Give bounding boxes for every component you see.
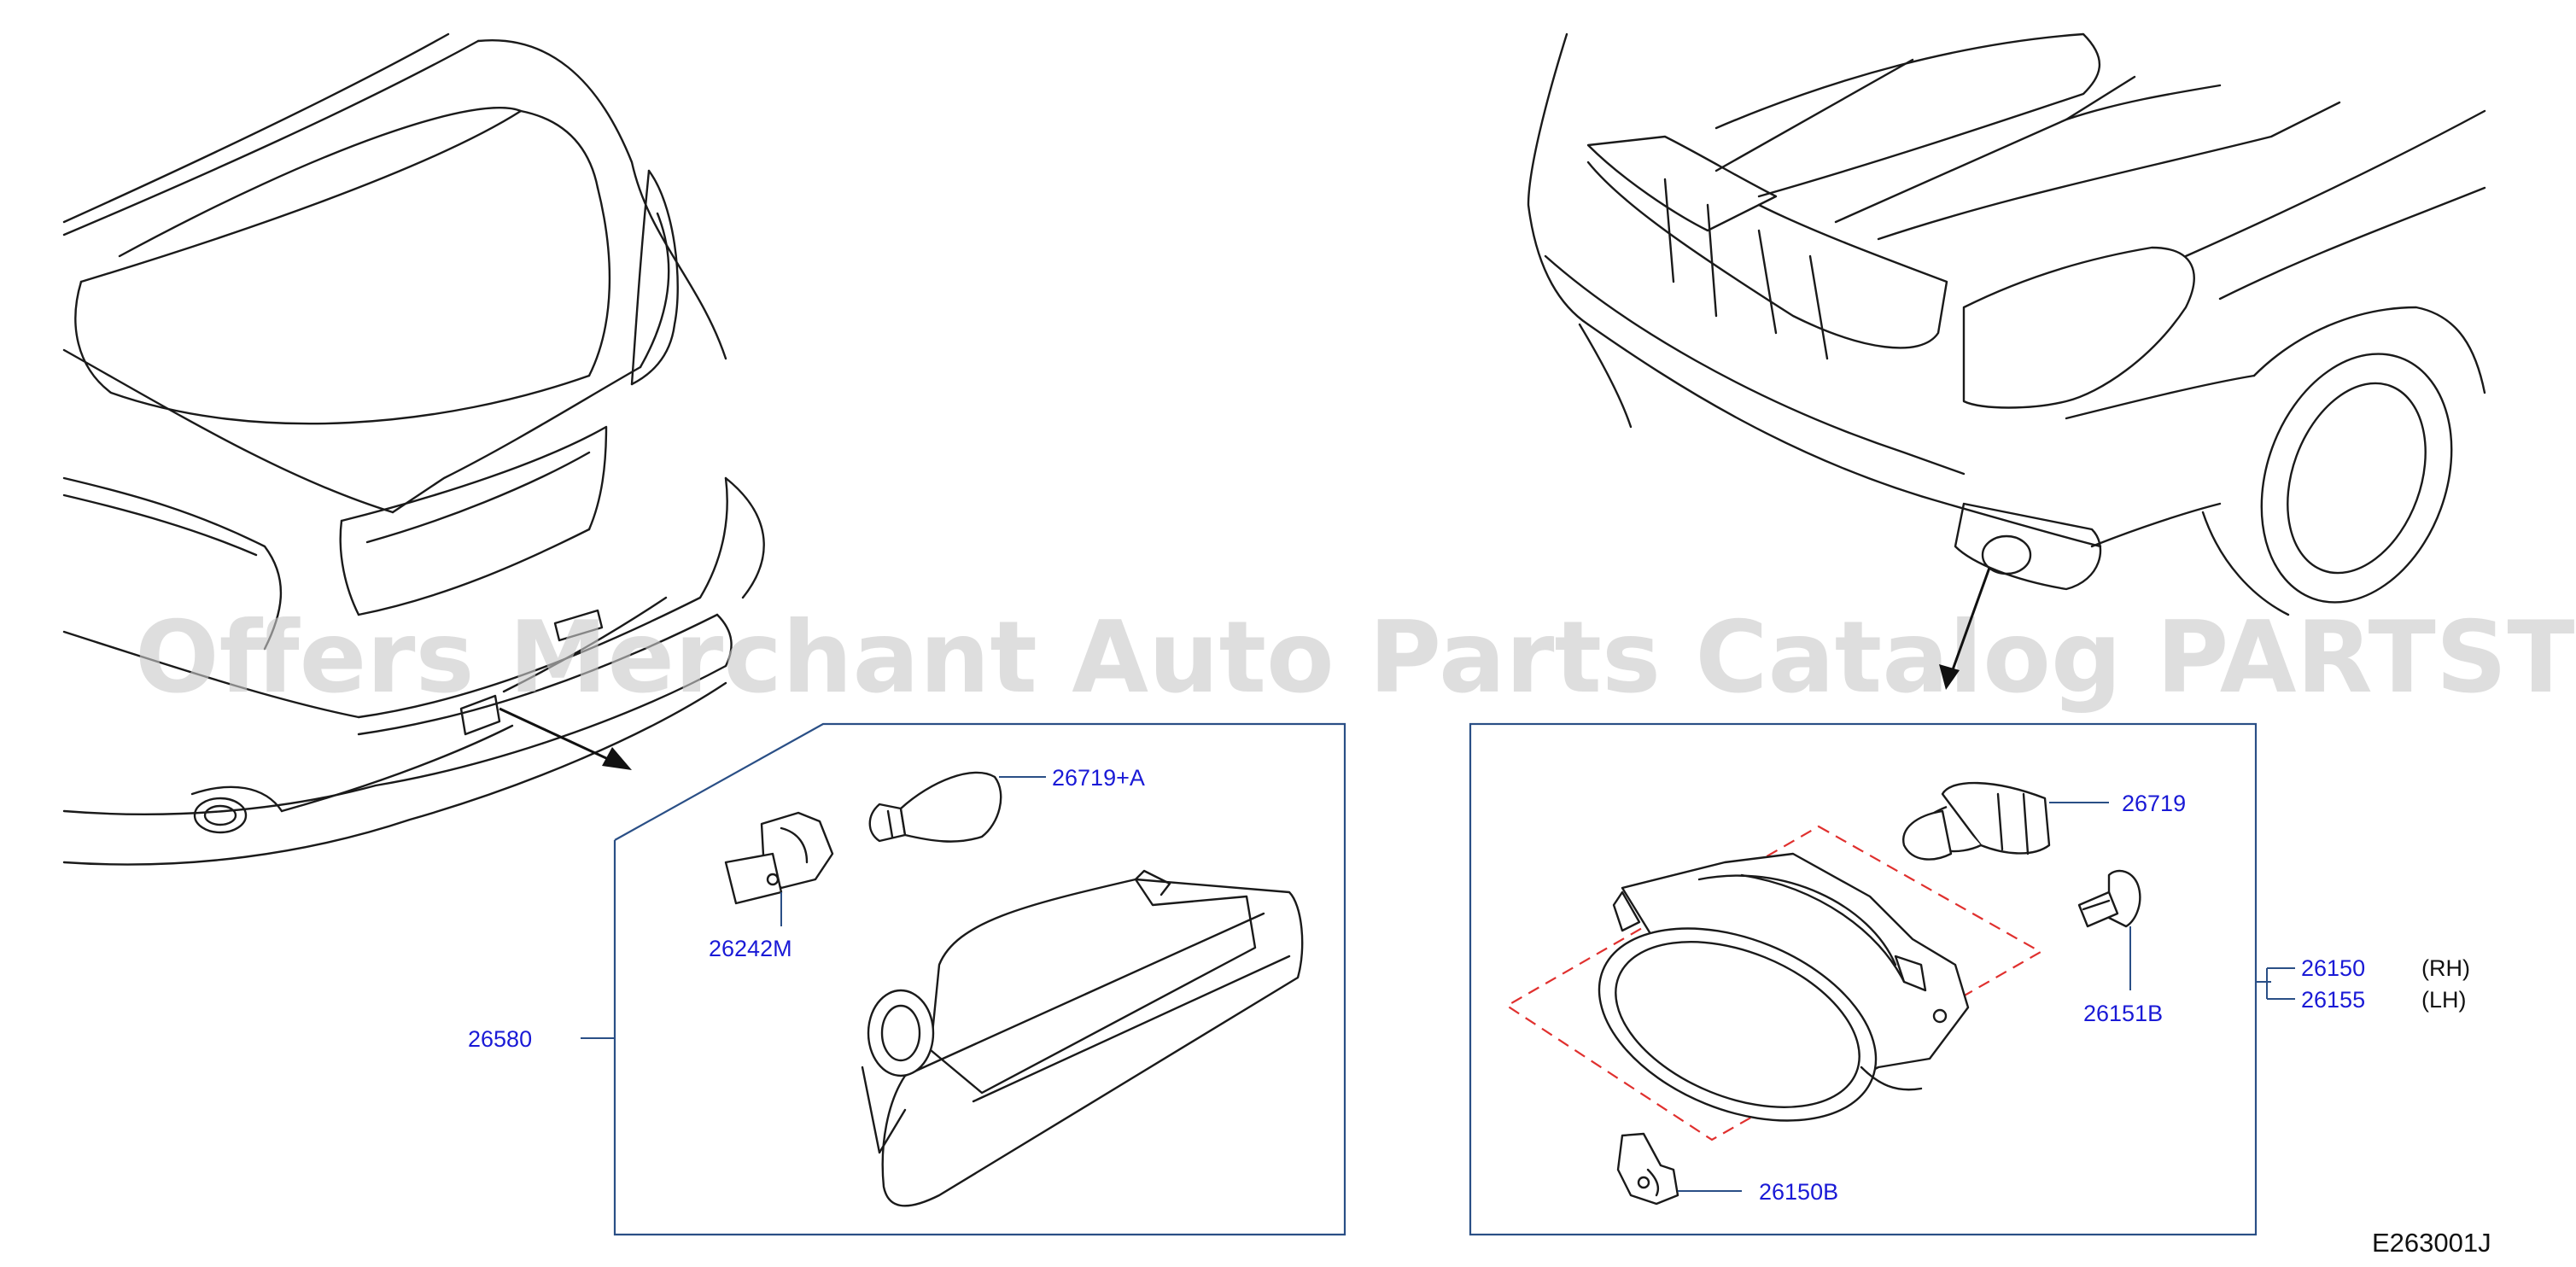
part-label-26719: 26719 (2122, 791, 2186, 816)
part-label-26719a: 26719+A (1052, 765, 1145, 791)
part-label-26151b: 26151B (2083, 1001, 2163, 1026)
bracket-icon (1616, 1132, 1679, 1206)
bulb-icon (1902, 781, 2051, 861)
side-label-rh: (RH) (2421, 955, 2470, 981)
dashed-assembly-outline (1504, 825, 2043, 1141)
watermark: Offers Merchant Auto Parts Catalog PARTS… (135, 600, 2576, 715)
diagram-code: E263001J (2372, 1228, 2491, 1258)
front-vehicle-illustration (1527, 32, 2486, 616)
side-label-lh: (LH) (2421, 987, 2467, 1013)
rear-marker-lamp-icon (861, 869, 1304, 1207)
part-label-26150: 26150 (2301, 955, 2365, 981)
socket-icon (724, 811, 834, 905)
assembly-leader (2256, 967, 2295, 1000)
part-label-26155: 26155 (2301, 987, 2365, 1013)
screw-icon (2077, 869, 2141, 928)
bulb-icon (868, 771, 1002, 843)
part-label-26580: 26580 (468, 1026, 532, 1052)
fog-lamp-assembly-icon (1598, 852, 1970, 1122)
part-label-26242m: 26242M (709, 936, 792, 961)
part-label-26150b: 26150B (1759, 1179, 1838, 1205)
rear-lamp-frame (581, 722, 1346, 1236)
rear-pointer-arrow (499, 707, 632, 770)
rear-vehicle-illustration (62, 32, 765, 866)
front-pointer-arrow (1939, 567, 1991, 690)
